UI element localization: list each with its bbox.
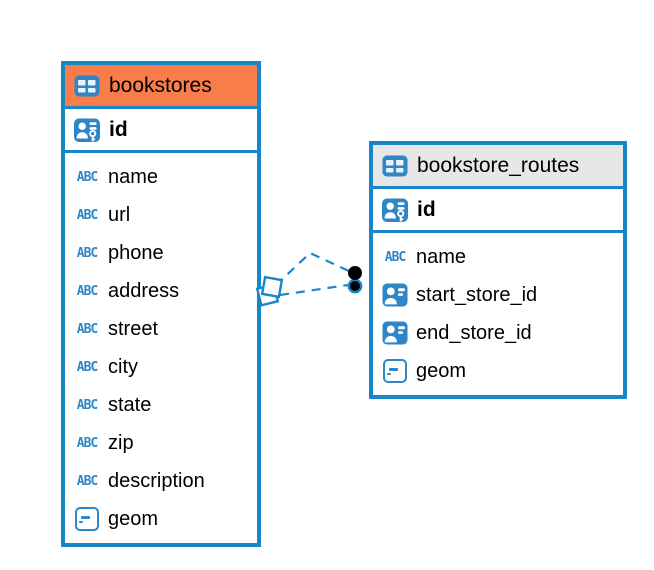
text-type-icon: ABC — [76, 473, 98, 489]
reference-type-icon — [381, 283, 409, 307]
text-type-icon: ABC — [384, 249, 406, 265]
column-name: phone — [108, 241, 164, 264]
geometry-type-icon — [381, 359, 409, 383]
primary-key-row[interactable]: id — [373, 189, 623, 233]
column-list: ABC name start_store_id — [373, 233, 623, 395]
table-title: bookstore_routes — [417, 153, 580, 177]
table-title: bookstores — [109, 73, 212, 97]
column-row[interactable]: geom — [65, 500, 257, 538]
column-row[interactable]: end_store_id — [373, 314, 623, 352]
primary-key-icon — [381, 196, 409, 224]
table-icon — [381, 155, 409, 177]
text-type-icon: ABC — [76, 321, 98, 337]
primary-key-name: id — [109, 117, 128, 141]
primary-key-row[interactable]: id — [65, 109, 257, 153]
text-type-icon: ABC — [76, 397, 98, 413]
relationship-line-1[interactable] — [275, 251, 352, 286]
column-row[interactable]: ABC state — [65, 386, 257, 424]
primary-key-name: id — [417, 197, 436, 221]
column-name: start_store_id — [416, 283, 538, 306]
column-name: geom — [416, 359, 467, 382]
table-header-bookstore-routes[interactable]: bookstore_routes — [373, 145, 623, 189]
text-type-icon: ABC — [76, 359, 98, 375]
column-name: geom — [108, 507, 159, 530]
column-row[interactable]: ABC url — [65, 196, 257, 234]
text-type-icon: ABC — [76, 245, 98, 261]
column-row[interactable]: ABC street — [65, 310, 257, 348]
column-list: ABC name ABC url ABC phone ABC address A… — [65, 153, 257, 543]
text-type-icon: ABC — [76, 207, 98, 223]
column-name: url — [108, 203, 131, 226]
column-name: name — [416, 245, 467, 268]
entity-table-bookstore-routes[interactable]: bookstore_routes id ABC name — [369, 141, 627, 399]
column-row[interactable]: ABC phone — [65, 234, 257, 272]
relationship-dot-endpoints[interactable] — [347, 266, 363, 294]
column-name: street — [108, 317, 159, 340]
text-type-icon: ABC — [76, 435, 98, 451]
column-name: description — [108, 469, 205, 492]
column-name: address — [108, 279, 180, 302]
column-row[interactable]: ABC name — [65, 158, 257, 196]
column-row[interactable]: ABC address — [65, 272, 257, 310]
column-name: state — [108, 393, 152, 416]
geometry-type-icon — [73, 507, 101, 531]
column-row[interactable]: ABC zip — [65, 424, 257, 462]
column-name: zip — [108, 431, 134, 454]
column-row[interactable]: start_store_id — [373, 276, 623, 314]
relationship-line-2[interactable] — [279, 283, 349, 297]
text-type-icon: ABC — [76, 283, 98, 299]
table-icon — [73, 75, 101, 97]
column-row[interactable]: ABC name — [373, 238, 623, 276]
primary-key-icon — [73, 116, 101, 144]
column-name: name — [108, 165, 159, 188]
column-name: city — [108, 355, 138, 378]
column-row[interactable]: geom — [373, 352, 623, 390]
text-type-icon: ABC — [76, 169, 98, 185]
column-row[interactable]: ABC description — [65, 462, 257, 500]
reference-type-icon — [381, 321, 409, 345]
entity-table-bookstores[interactable]: bookstores id ABC name ABC — [61, 61, 261, 547]
column-row[interactable]: ABC city — [65, 348, 257, 386]
table-header-bookstores[interactable]: bookstores — [65, 65, 257, 109]
column-name: end_store_id — [416, 321, 532, 344]
